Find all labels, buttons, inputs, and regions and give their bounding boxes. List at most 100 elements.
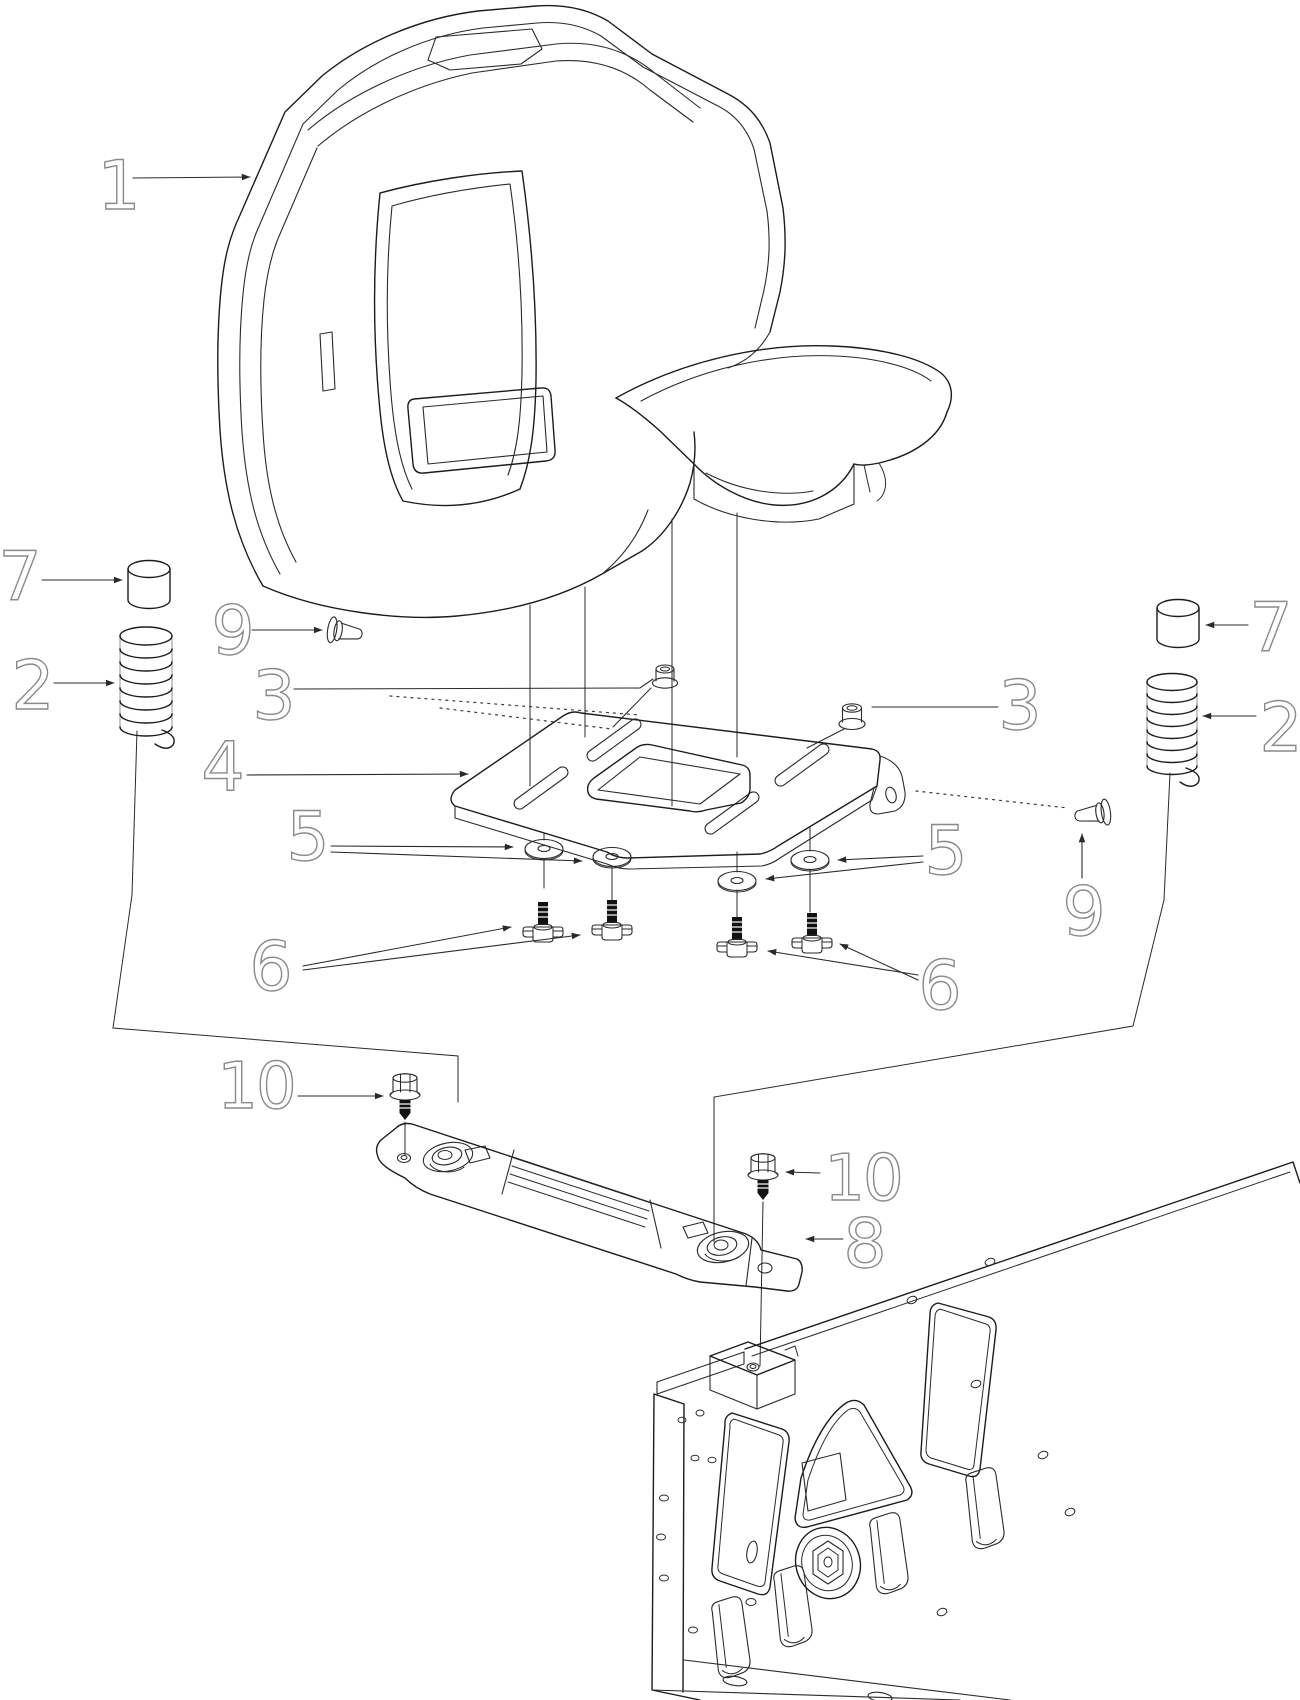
callout-4: 4 [201,727,469,808]
plate-slot-4 [704,791,760,835]
adjuster-rail [375,1122,803,1292]
headrest-notch [427,28,543,71]
plate-center-hole [586,743,751,813]
callout-5-right: 5 [765,811,968,892]
nut-left-mount-line [612,687,652,728]
rail-left-hole [396,1152,412,1164]
wing-bolts [522,899,833,958]
callout-8: 8 [805,1204,887,1285]
callout-2-right-label: 2 [1259,689,1300,768]
seat-inner-contour-a [239,22,770,575]
seat-side-slot [319,331,336,392]
callout-5-left: 5 [286,797,583,878]
callout-6-right-label: 6 [918,947,959,1026]
washer-1 [524,838,564,861]
flange-nut-right [806,703,866,749]
callout-6-left-label: 6 [249,928,290,1007]
callout-2-left-label: 2 [11,647,52,726]
callout-10-left-label: 10 [217,1050,294,1124]
nut-right-mount-line [806,728,845,749]
panel-hook-4 [964,1466,1006,1550]
plate-right-flange [869,755,906,815]
callout-2-left: 2 [11,646,115,727]
panel-bottom-slot-1 [722,1675,748,1687]
callout-4-label: 4 [201,728,242,807]
seat-plate [450,711,906,870]
panel-top-edge-inner [751,1171,1291,1357]
bolt-9-left [326,616,363,644]
connector-lines [112,730,1171,1243]
dotted-guide-lines [389,695,1069,809]
rail-pad-edges [501,1149,753,1287]
panel-shelf-hole [695,1409,705,1417]
cushion-right-cap [853,411,948,466]
panel-bottom-slot-2 [867,1691,893,1700]
plate-slot-2 [513,766,569,810]
cap-left [127,559,171,610]
rail-right-hole [757,1262,773,1274]
washer-4 [717,870,757,893]
flange-nut-left [612,664,679,728]
rail-left-recess [422,1141,474,1173]
panel-oval-slot [746,1540,758,1564]
rail-channel-lines [507,1157,652,1228]
callout-3-right-label: 3 [998,667,1039,746]
wing-bolt-2 [591,899,633,941]
cushion-pan [693,463,855,523]
washers [524,827,830,918]
seat-cushion [615,344,953,523]
callout-8-label: 8 [843,1205,884,1284]
plate-slot-3 [774,743,830,787]
callout-3-left-label: 3 [252,657,293,736]
callout-7-left-label: 7 [0,538,40,617]
bolt-9-right [1074,798,1112,826]
panel-hole-a [745,1598,757,1606]
spring-left-hook [154,729,175,749]
spring-right-hook [1179,767,1200,787]
panel-cutout-left [711,1412,790,1596]
panel-bottom-flange [651,1659,1011,1700]
seat-outline [217,4,786,587]
callout-9-left: 9 [211,591,323,672]
rail-left-key-slot [464,1145,491,1164]
panel-cutout-right [920,1302,997,1478]
callout-1: 1 [97,146,251,227]
panel-left-flange [651,1393,701,1700]
wing-bolt-4 [791,912,833,954]
callout-10-left: 10 [217,1049,384,1125]
cap-right [1156,598,1200,649]
callout-9-left-label: 9 [211,592,252,671]
panel-top-edge [744,1161,1300,1350]
washer-axis-lines [543,827,811,918]
callout-10-right-label: 10 [824,1142,901,1216]
seat-center-panel-inner [386,183,523,490]
callout-9-right: 9 [1062,833,1106,953]
callout-5-right-label: 5 [924,812,965,891]
callout-9-right-label: 9 [1062,873,1103,952]
bolt-10-axis-lines [404,1121,764,1367]
seat-inner-contour-b [260,147,318,563]
plate-center-hole-inner [597,756,741,805]
wing-bolt-1 [522,901,564,943]
mounting-panel [651,1161,1300,1700]
panel-left-shelf [656,1351,745,1395]
bolt-10-right [747,1153,779,1201]
callout-7-right-label: 7 [1249,589,1290,668]
panel-hook-2 [772,1564,814,1648]
panel-cutout-right-inner [925,1308,991,1470]
callout-7-right: 7 [1205,588,1293,669]
rail-right-recess [696,1230,750,1264]
plate-slot-1 [586,718,642,762]
seat-bottom-edge [262,431,696,618]
callout-3-left: 3 [252,656,654,737]
panel-center-boss [794,1526,862,1600]
rail-right-key-slot [682,1221,709,1239]
callout-6-right: 6 [767,943,962,1027]
panel-cutout-left-inner [717,1418,784,1587]
callout-7-left: 7 [0,537,123,618]
washer-3 [790,849,830,872]
panel-small-holes [656,1257,1076,1634]
seat-top-band-2 [317,59,694,147]
panel-bracket-box [709,1341,799,1410]
